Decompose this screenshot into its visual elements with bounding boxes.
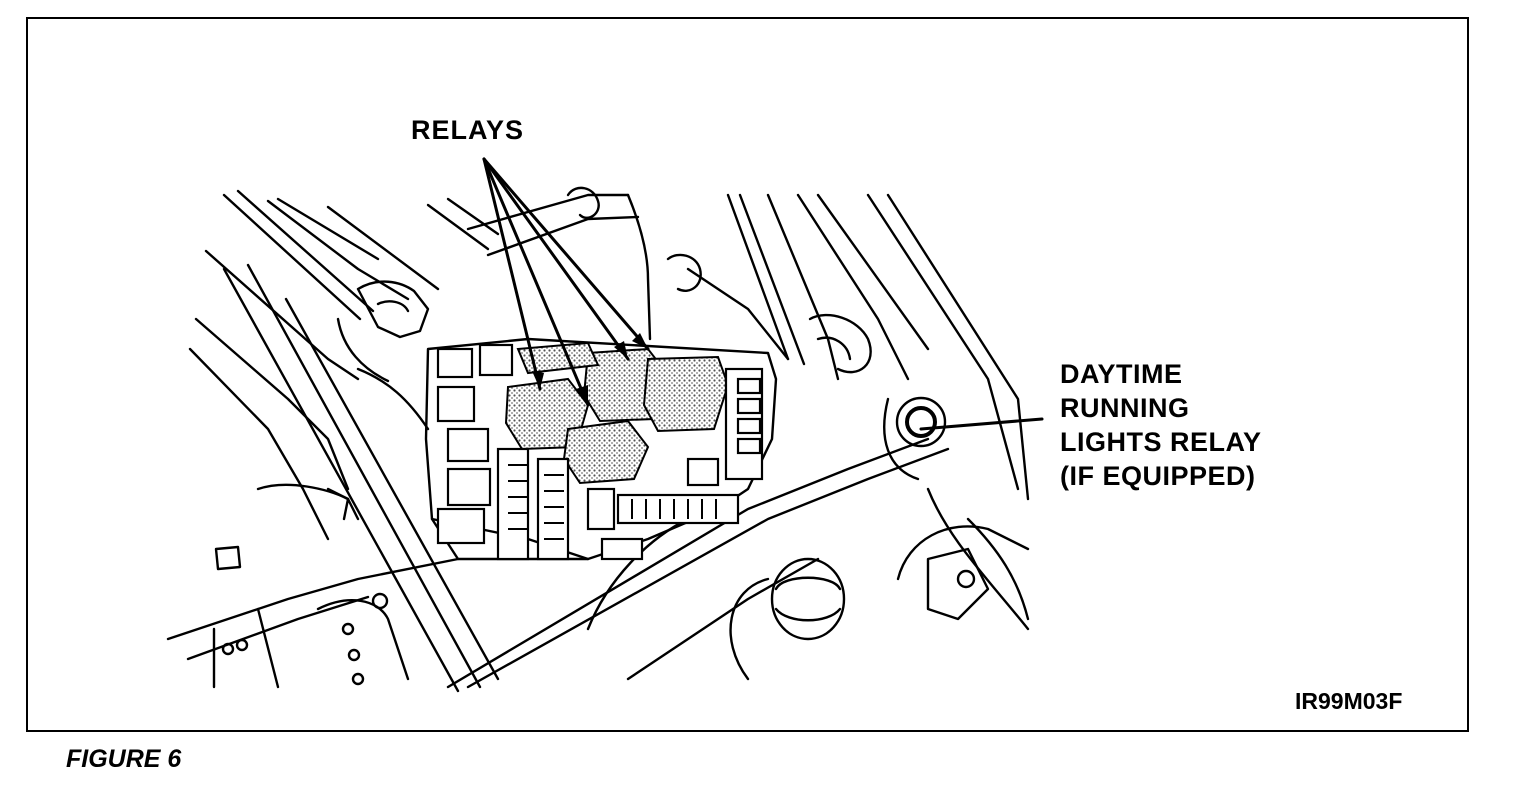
leader-relay-2 [482,157,590,407]
relays-label: RELAYS [411,115,525,145]
drl-label-line-4: (IF EQUIPPED) [1060,461,1256,491]
tube-left-inner [236,189,375,313]
drl-relay-label: DAYTIME RUNNING LIGHTS RELAY (IF EQUIPPE… [1060,357,1262,493]
leader-relay-1 [482,157,542,391]
fuse-box-illustration [166,157,1044,693]
frame-rail-lower [446,437,930,689]
relay-3 [642,355,730,433]
drl-relay-knob [895,396,947,448]
leader-relay-4 [482,157,650,351]
figure-frame: RELAYS DAYTIME RUNNING LIGHTS RELAY (IF … [26,17,1469,732]
drl-label-line-1: DAYTIME [1060,359,1183,389]
figure-code: IR99M03F [1295,688,1403,714]
relay-4 [562,419,650,485]
leader-relay-3 [482,157,630,361]
tube-left-outer [222,193,362,321]
leader-drl [919,417,1044,431]
frame-rail-left [222,267,460,693]
drl-label-line-3: LIGHTS RELAY [1060,427,1262,457]
figure-caption: FIGURE 6 [66,745,182,773]
drl-label-line-2: RUNNING [1060,393,1190,423]
reservoir-cap [770,557,846,641]
